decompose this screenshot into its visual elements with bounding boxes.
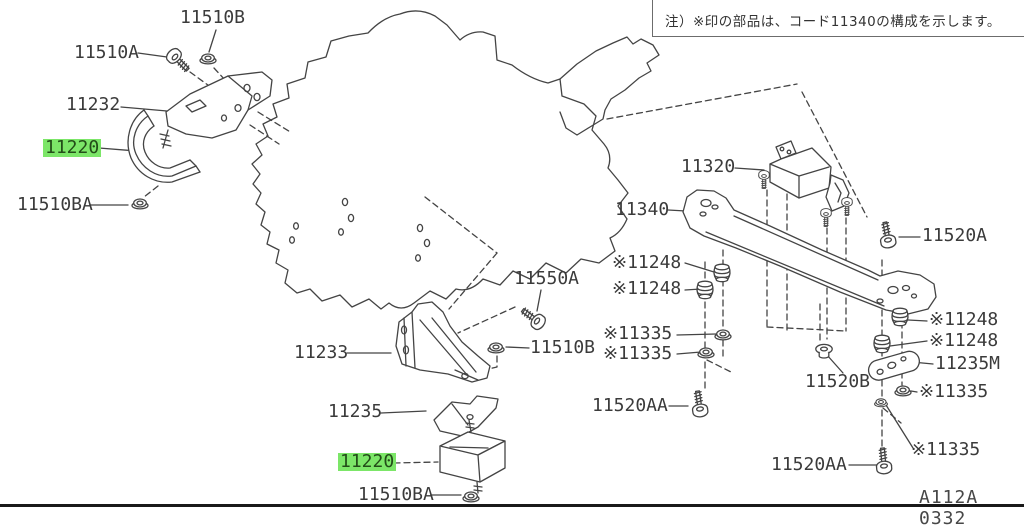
part-label-11335-l1: ※11335 [603,323,673,344]
bracket-11233 [395,301,491,383]
bottom-border-line [0,504,1024,507]
stud-11320-b-icon [820,208,832,228]
part-label-11232: 11232 [66,94,121,115]
crossmember-11340 [682,189,937,315]
part-label-11248-l2: ※11248 [612,278,682,299]
mount-11220-front-icon [127,109,201,183]
plate-11235m-icon [867,350,920,381]
part-label-11335-r2: ※11335 [911,439,981,460]
bushing-11248-l2-icon [696,280,714,300]
bracket-11232 [165,71,273,139]
part-label-11340: 11340 [615,199,670,220]
nut-11335-r2-icon [874,398,888,408]
note-box: 注）※印の部品は、コード11340の構成を示します。 [652,0,1024,37]
part-label-11235: 11235 [328,401,383,422]
note-text: 注）※印の部品は、コード11340の構成を示します。 [665,14,1001,30]
part-label-11220-1[interactable]: 11220 [43,137,102,158]
engine-detail-marks [288,197,431,262]
mount-11220-rear-icon [439,419,506,494]
bushing-11248-r1-icon [891,307,909,327]
heat-shield-11235 [433,395,499,437]
part-label-11520a: 11520A [922,225,988,246]
part-label-11520aa-2: 11520AA [771,454,847,475]
bolt-11520aa-2-icon [874,446,893,476]
part-label-11510ba-1: 11510BA [17,194,93,215]
part-label-11335-l2: ※11335 [603,343,673,364]
engine-outline [251,10,629,310]
part-label-11520b: 11520B [805,371,871,392]
part-label-11510ba-2: 11510BA [358,484,434,505]
bolt-11550a-icon [517,303,549,333]
bolt-11520a-icon [876,220,898,250]
part-label-11550a: 11550A [514,268,580,289]
part-label-11510b-2: 11510B [530,337,596,358]
part-label-11220-2[interactable]: 11220 [338,451,397,472]
part-label-11248-l1: ※11248 [612,252,682,273]
part-label-11320: 11320 [681,156,736,177]
part-label-11235m: 11235M [935,353,1001,374]
bushing-11248-l1-icon [713,263,731,283]
diagram-code: A112A 0332 [919,487,979,529]
transmission-outline [559,36,660,136]
part-label-11233: 11233 [294,342,349,363]
mount-stud [159,129,172,149]
bolt-11520aa-1-icon [689,389,710,419]
nut-11510b-icon [199,53,217,65]
nut-11510ba-icon [131,198,149,210]
nut-11335-r1-icon [894,385,912,397]
parts-diagram-canvas [89,10,937,503]
nut-11335-l2-icon [697,347,715,359]
stud-11320-a-icon [758,170,770,190]
part-label-11520aa-1: 11520AA [592,395,668,416]
part-label-11510a: 11510A [74,42,140,63]
bolt-11510a-icon [163,45,194,76]
nut-11510b-2-icon [487,342,505,354]
bushing-11248-r2-icon [873,334,891,354]
part-label-11335-r1: ※11335 [919,381,989,402]
mount-11320-icon [769,140,850,212]
washer-11520b-icon [815,343,833,359]
nut-11335-l1-icon [714,329,732,341]
part-label-11248-r2: ※11248 [929,330,999,351]
nut-11510ba-2-icon [462,491,480,503]
part-label-11510b-1: 11510B [180,7,246,28]
part-label-11248-r1: ※11248 [929,309,999,330]
